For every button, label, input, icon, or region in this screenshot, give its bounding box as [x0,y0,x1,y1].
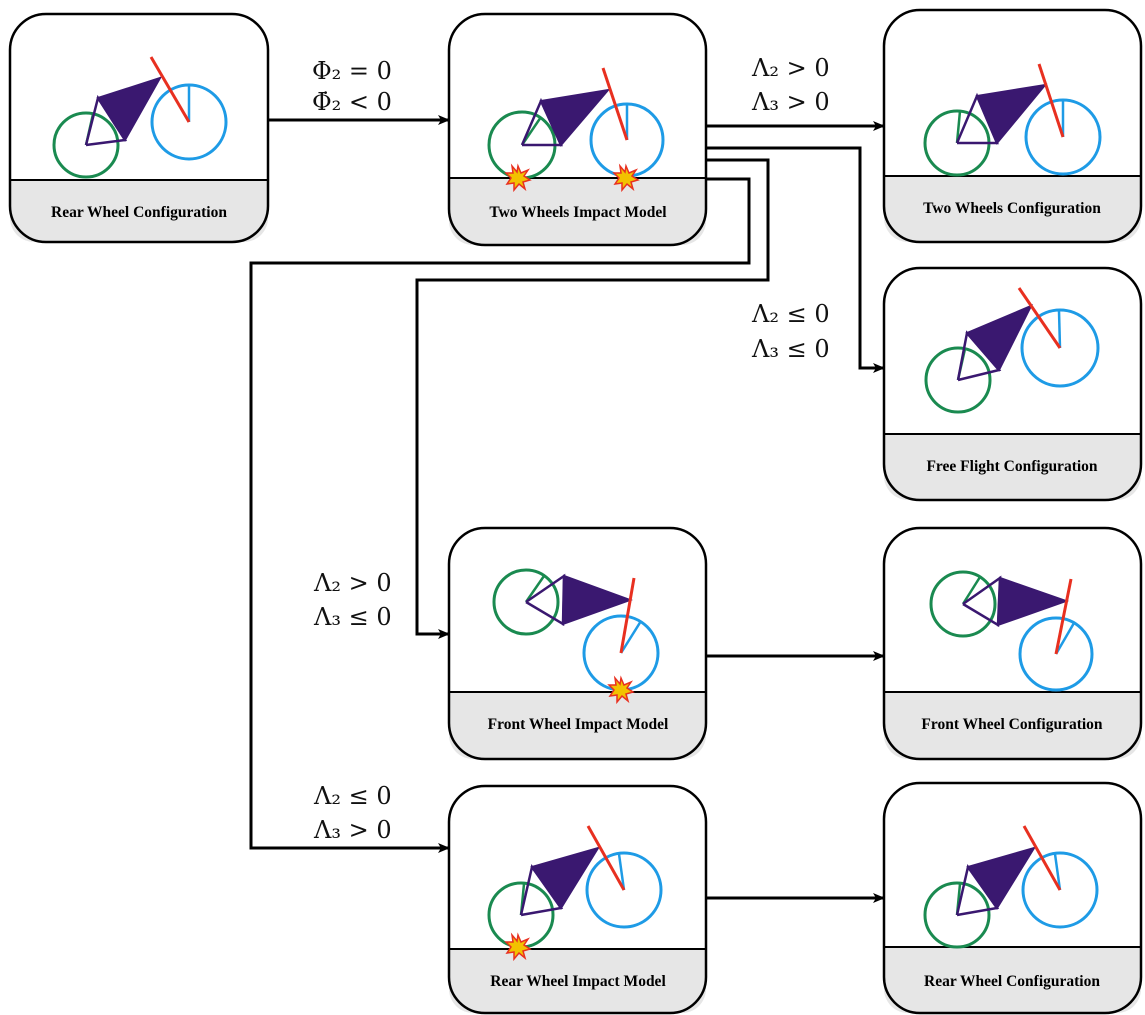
front-wheel-icon [1021,851,1099,929]
arrow-to-rear-impact [249,177,751,853]
arrow-to-front-impact [415,158,770,639]
connectors [249,115,885,903]
condition-line: Λ₃ ≤ 0 [313,603,392,631]
fork-icon [619,577,636,654]
condition-to-front-impact: Λ₂ > 0 Λ₃ ≤ 0 [313,569,392,631]
condition-line: Λ₃ ≤ 0 [751,335,830,363]
node-title: Front Wheel Impact Model [488,716,669,733]
condition-line: Φ₂ = 0 [312,57,392,85]
front-wheel-icon [150,83,228,161]
rear-wheel-icon [52,111,120,179]
rear-wheel-icon [492,568,560,636]
bike-illustration [929,570,1094,692]
bike-illustration [492,568,660,692]
condition-line: Λ₂ > 0 [313,569,392,597]
node-title: Two Wheels Configuration [923,200,1101,217]
rear-wheel-icon [929,570,997,638]
node-title: Rear Wheel Configuration [51,204,227,221]
node-two-wheels-config: Two Wheels Configuration [882,8,1143,244]
impact-burst-icon [504,163,532,193]
fork-icon [1054,578,1073,655]
impact-burst-icon [612,163,640,193]
front-wheel-icon [585,851,663,929]
front-wheel-icon [1020,308,1100,388]
node-front-wheel-impact: Front Wheel Impact Model [447,526,708,761]
condition-line: Λ₂ ≤ 0 [313,782,392,810]
node-front-wheel-config: Front Wheel Configuration [882,526,1143,761]
impact-burst-icon [607,675,635,705]
rear-wheel-icon [923,881,991,949]
bike-illustration [487,825,663,949]
condition-line: Λ₂ > 0 [751,54,830,82]
node-rear-wheel-impact: Rear Wheel Impact Model [447,784,708,1015]
node-free-flight-config: Free Flight Configuration [882,266,1143,502]
frame-icon [561,574,633,626]
condition-line: Λ₂ ≤ 0 [751,300,830,328]
frame-icon [965,304,1034,372]
frame-icon [539,88,611,147]
node-title: Rear Wheel Impact Model [490,973,666,990]
bike-illustration [923,825,1099,949]
node-two-wheels-impact: Two Wheels Impact Model [447,12,708,247]
condition-rear-to-impact: Φ₂ = 0 Φ̇₂ < 0 [312,57,392,116]
frame-icon [996,576,1070,627]
arrow-to-free-flight [706,146,885,373]
node-title: Two Wheels Impact Model [489,204,667,221]
fork-icon [1017,287,1062,349]
node-rear-wheel-config-start: Rear Wheel Configuration [8,12,270,244]
frame-icon [975,83,1048,145]
front-wheel-icon [1018,616,1094,692]
condition-to-two-config: Λ₂ > 0 Λ₃ > 0 [751,54,830,116]
bike-illustration [52,56,228,179]
condition-line: Φ̇₂ < 0 [312,88,392,116]
node-title: Free Flight Configuration [926,458,1097,475]
bike-illustration [487,67,665,180]
fork-icon [1022,825,1062,891]
frame-icon [530,846,601,910]
frame-icon [966,846,1037,910]
bike-illustration [924,287,1100,414]
node-rear-wheel-config-end: Rear Wheel Configuration [882,781,1143,1015]
rear-wheel-icon [924,346,992,414]
bike-illustration [923,63,1102,177]
fork-icon [149,56,191,123]
condition-to-free-flight: Λ₂ ≤ 0 Λ₃ ≤ 0 [751,300,830,363]
condition-line: Λ₃ > 0 [751,88,830,116]
condition-to-rear-impact: Λ₂ ≤ 0 Λ₃ > 0 [313,782,392,844]
condition-line: Λ₃ > 0 [313,816,392,844]
fork-icon [1037,63,1065,138]
fork-icon [601,67,629,141]
frame-icon [96,76,163,142]
node-title: Front Wheel Configuration [921,716,1103,733]
node-title: Rear Wheel Configuration [924,973,1100,990]
fork-icon [586,825,626,891]
impact-burst-icon [504,932,532,962]
